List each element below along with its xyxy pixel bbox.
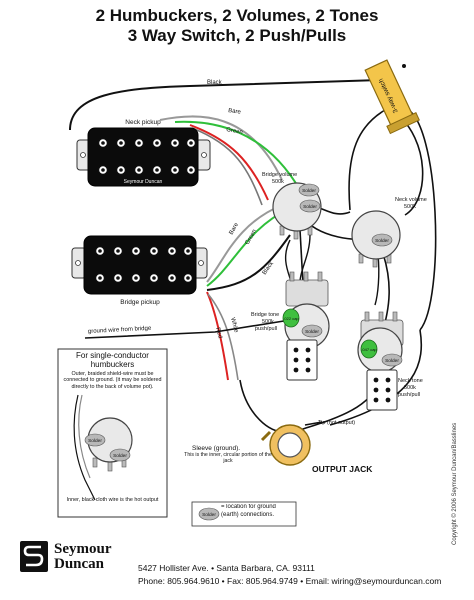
wire-label-black-2: Black [262,260,276,276]
solder-mark: Solder [385,358,399,364]
seymour-duncan-logo-icon [20,541,48,572]
wire-label-black: Black [207,80,223,86]
inset-heading: For single-conductor humbuckers [76,351,149,369]
sleeve-desc: This is the inner, circular portion of t… [184,452,272,464]
wire-label-white: White [229,317,239,334]
bridge-tone-pot: Solder .022 cap Bridge tone 500k push/pu… [251,271,330,381]
output-jack-label: OUTPUT JACK [312,464,373,474]
wire-label-green-2: Green [245,229,259,246]
bridge-tone-value: 500k [262,319,274,325]
capacitor-neck: .047 cap [360,339,377,359]
solder-mark: Solder [113,453,127,459]
wire-green [174,120,301,191]
wire-ground-bridge [84,319,291,339]
title-line-2: 3 Way Switch, 2 Push/Pulls [127,26,347,45]
cap-value: .022 cap [283,316,299,321]
logo-line-2: Duncan [54,556,105,572]
legend-text: = location for ground (earth) connection… [221,504,276,518]
wire-label-bare-2: Bare [229,221,241,236]
neck-pickup: Seymour Duncan Neck pickup [76,119,211,187]
wire-label-red: Red [214,327,223,339]
neck-tone-sub: push/pull [398,392,420,398]
solder-mark: Solder [305,329,319,335]
wire-label-bare: Bare [228,108,242,116]
footer-address: 5427 Hollister Ave. • Santa Barbara, CA.… [138,563,315,573]
footer-contact: Phone: 805.964.9610 • Fax: 805.964.9749 … [138,576,442,586]
capacitor-bridge: .022 cap [282,308,299,328]
neck-volume-label: Neck volume [395,197,427,203]
solder-mark: Solder [375,238,389,244]
solder-mark: Solder [302,188,316,194]
bridge-pickup-label: Bridge pickup [120,299,160,306]
output-jack: OUTPUT JACK Tip (hot output) Sleeve (gro… [184,420,373,474]
wire-label-ground: ground wire from bridge [88,326,152,335]
neck-volume-value: 500k [404,204,416,210]
neck-pickup-brand: Seymour Duncan [124,179,163,185]
solder-mark: Solder [88,438,102,444]
bridge-pickup: Bridge pickup [71,235,208,306]
inset-single-conductor: For single-conductor humbuckers Outer, b… [57,348,168,518]
solder-mark: Solder [202,512,216,518]
neck-tone-value: 500k [404,385,416,391]
wire-black-bridge [206,234,291,291]
bridge-volume-value: 500k [272,179,284,185]
ground-legend: Solder = location for ground (earth) con… [191,501,297,527]
bridge-tone-sub: push/pull [255,326,277,332]
neck-tone-pot: Solder .047 cap Neck tone 500k push/pull [357,311,423,411]
inset-note: Outer, braided shield-wire must be conne… [63,371,162,390]
bridge-volume-label: Bridge volume [262,172,297,178]
wire-white-neck [191,127,263,206]
inset-bottom: Inner, black cloth wire is the hot outpu… [66,497,159,503]
wire-label-green: Green [226,127,243,136]
wire-red-neck [189,124,269,201]
wire-bare-bridge [206,204,283,283]
logo-line-1: Seymour [54,541,112,557]
neck-volume-pot: Solder Neck volume 500k [351,197,427,268]
solder-mark: Solder [303,204,317,210]
neck-tone-label: Neck tone [398,378,423,384]
wire-red-bridge [206,291,229,381]
copyright-notice: Copyright © 2006 Seymour Duncan/Bassline… [452,422,458,545]
cap-value: .047 cap [361,347,377,352]
sleeve-label: Sleeve (ground). [192,445,240,452]
tip-label: Tip (hot output) [318,420,355,426]
neck-pickup-label: Neck pickup [125,119,161,126]
wire-bare [159,115,283,181]
bridge-volume-pot: Solder Solder Bridge volume 500k [262,172,322,240]
title-line-1: 2 Humbuckers, 2 Volumes, 2 Tones [95,6,379,25]
wire-black [69,78,401,131]
bridge-tone-label: Bridge tone [251,312,279,318]
three-way-switch: 3-way switch [364,59,420,135]
